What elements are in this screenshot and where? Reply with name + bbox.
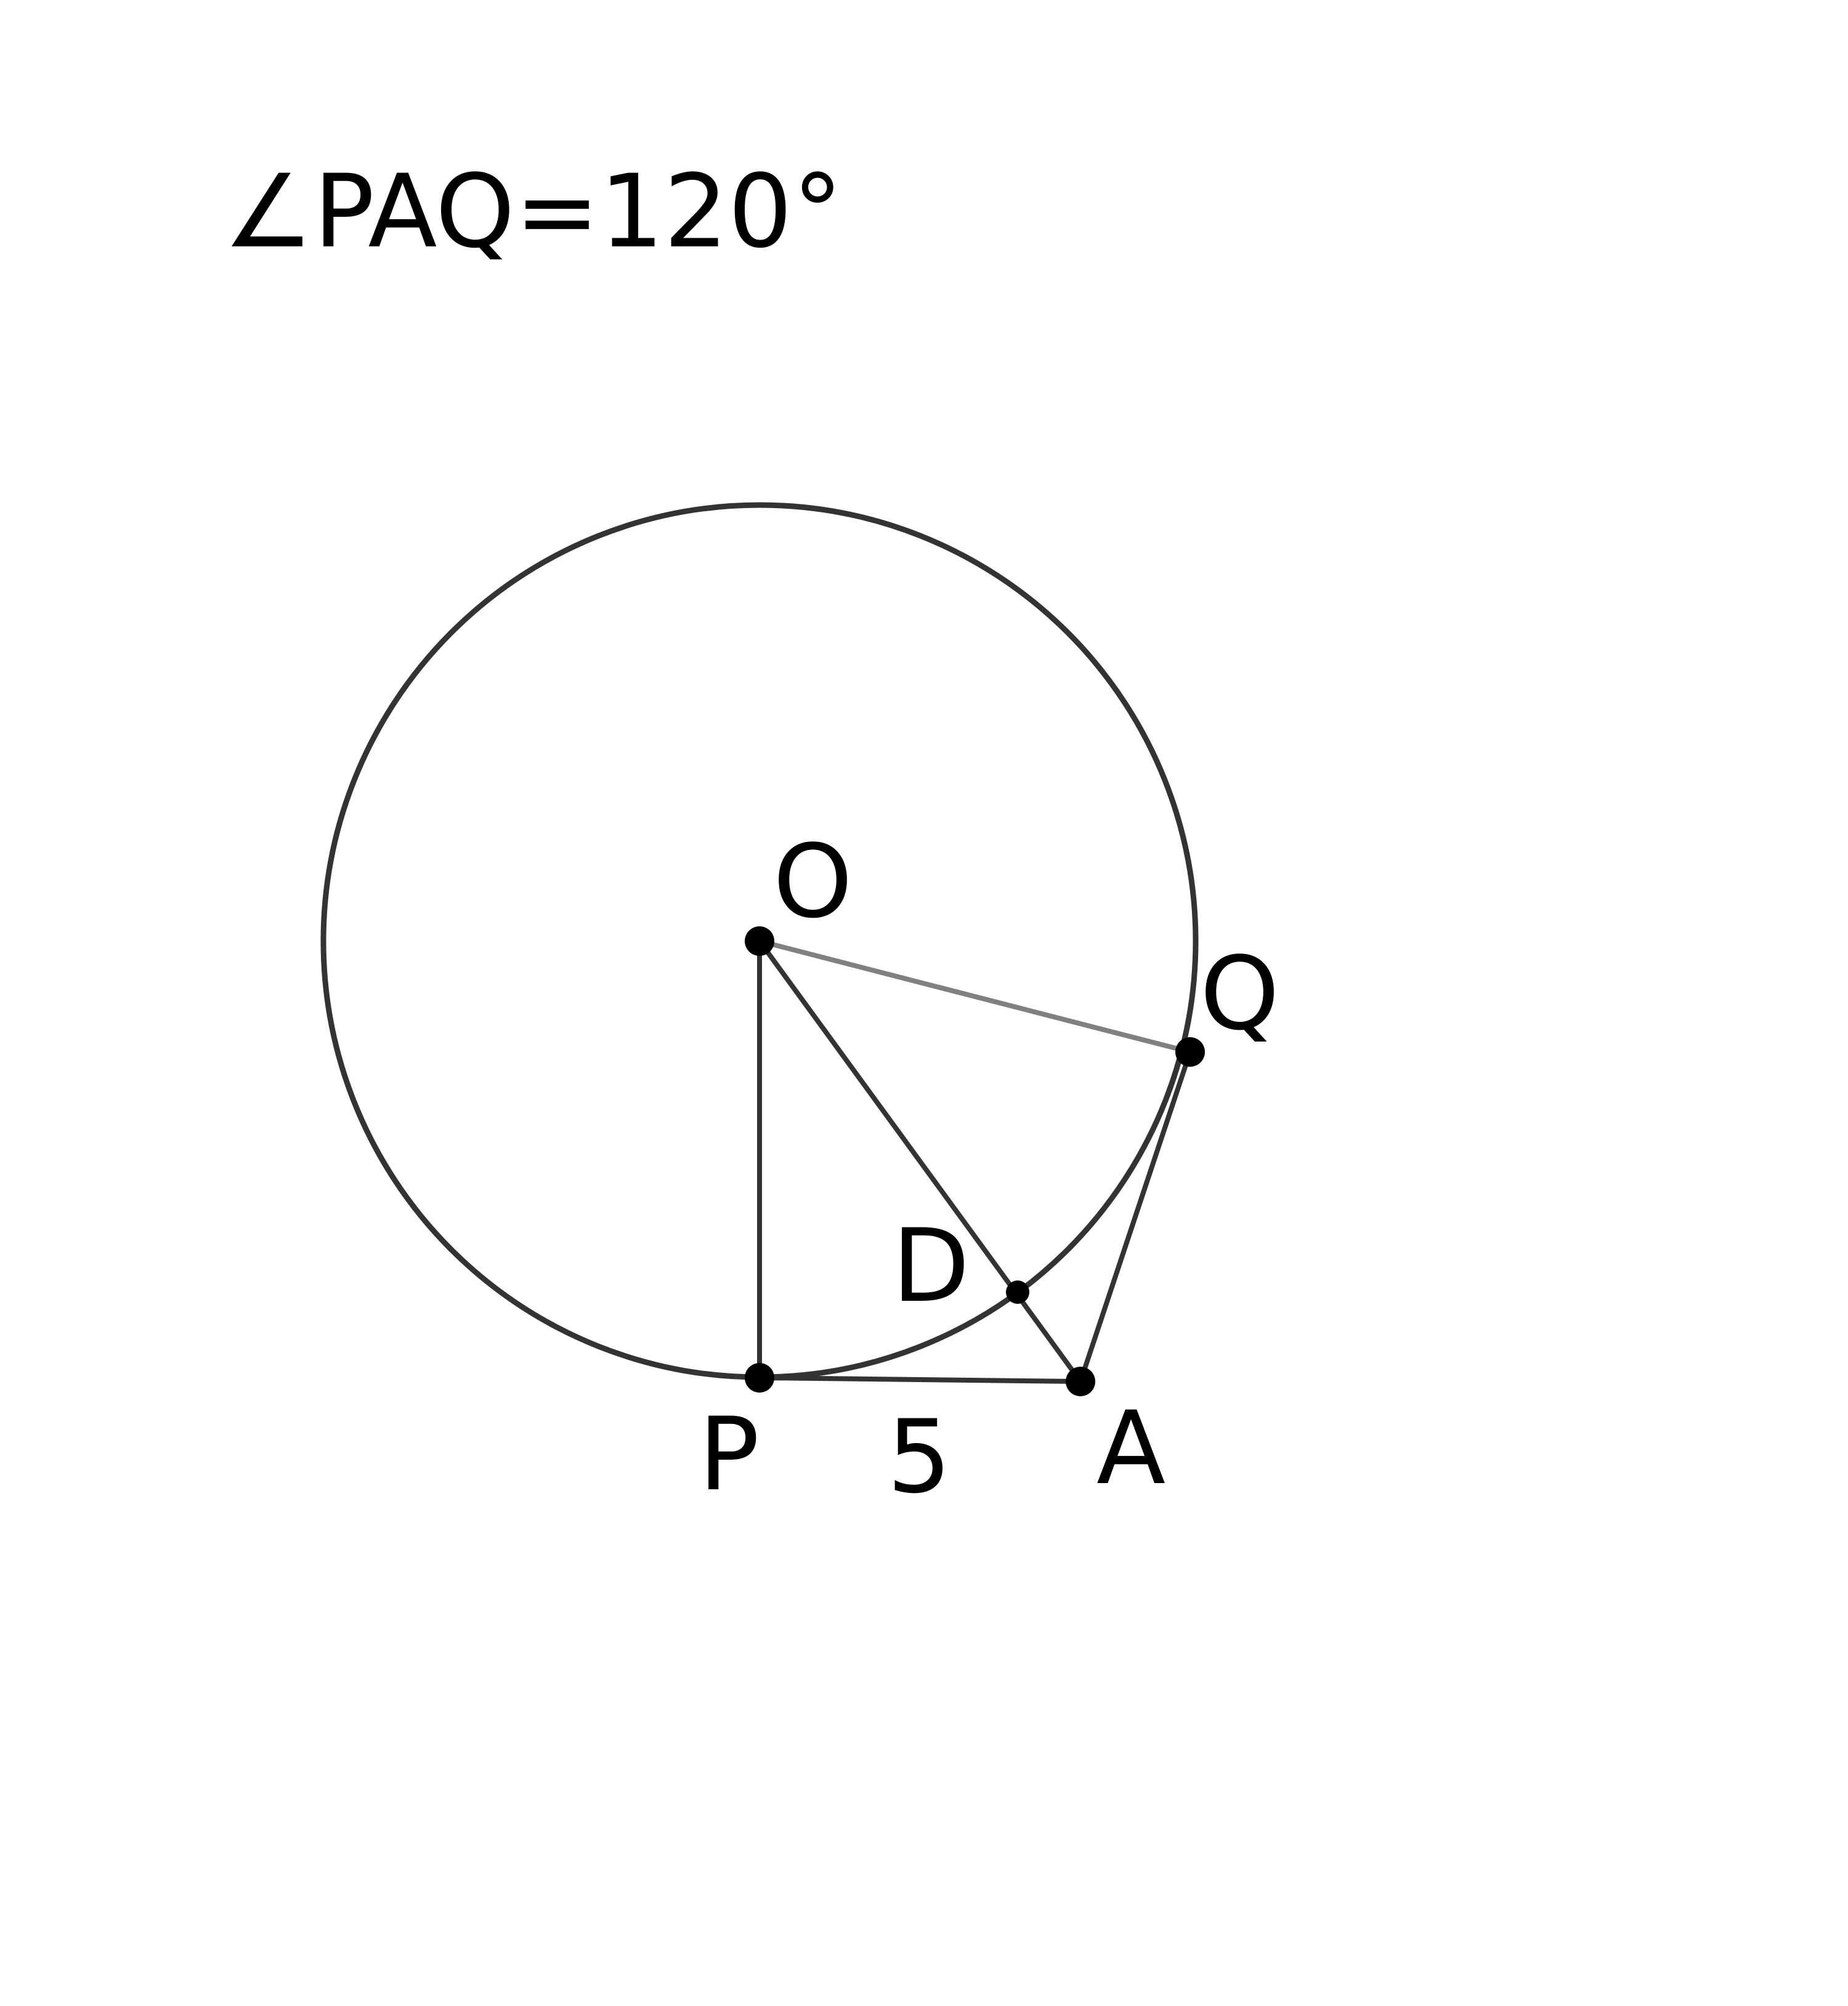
point-p	[745, 1363, 774, 1393]
point-o	[745, 926, 774, 956]
length-label-pa: 5	[887, 1398, 951, 1516]
point-d	[1006, 1280, 1029, 1304]
label-a: A	[1096, 1389, 1165, 1507]
segment-pa	[757, 1375, 1083, 1384]
label-p: P	[699, 1396, 760, 1513]
angle-caption: ∠PAQ=120°	[223, 153, 843, 270]
label-q: Q	[1200, 935, 1279, 1053]
segment-oa	[757, 939, 1083, 1384]
point-q	[1175, 1037, 1205, 1067]
label-o: O	[773, 823, 853, 940]
segment-oq	[757, 939, 1193, 1054]
label-d: D	[892, 1207, 970, 1325]
point-a	[1066, 1367, 1095, 1396]
segment-qa	[1078, 1050, 1193, 1384]
